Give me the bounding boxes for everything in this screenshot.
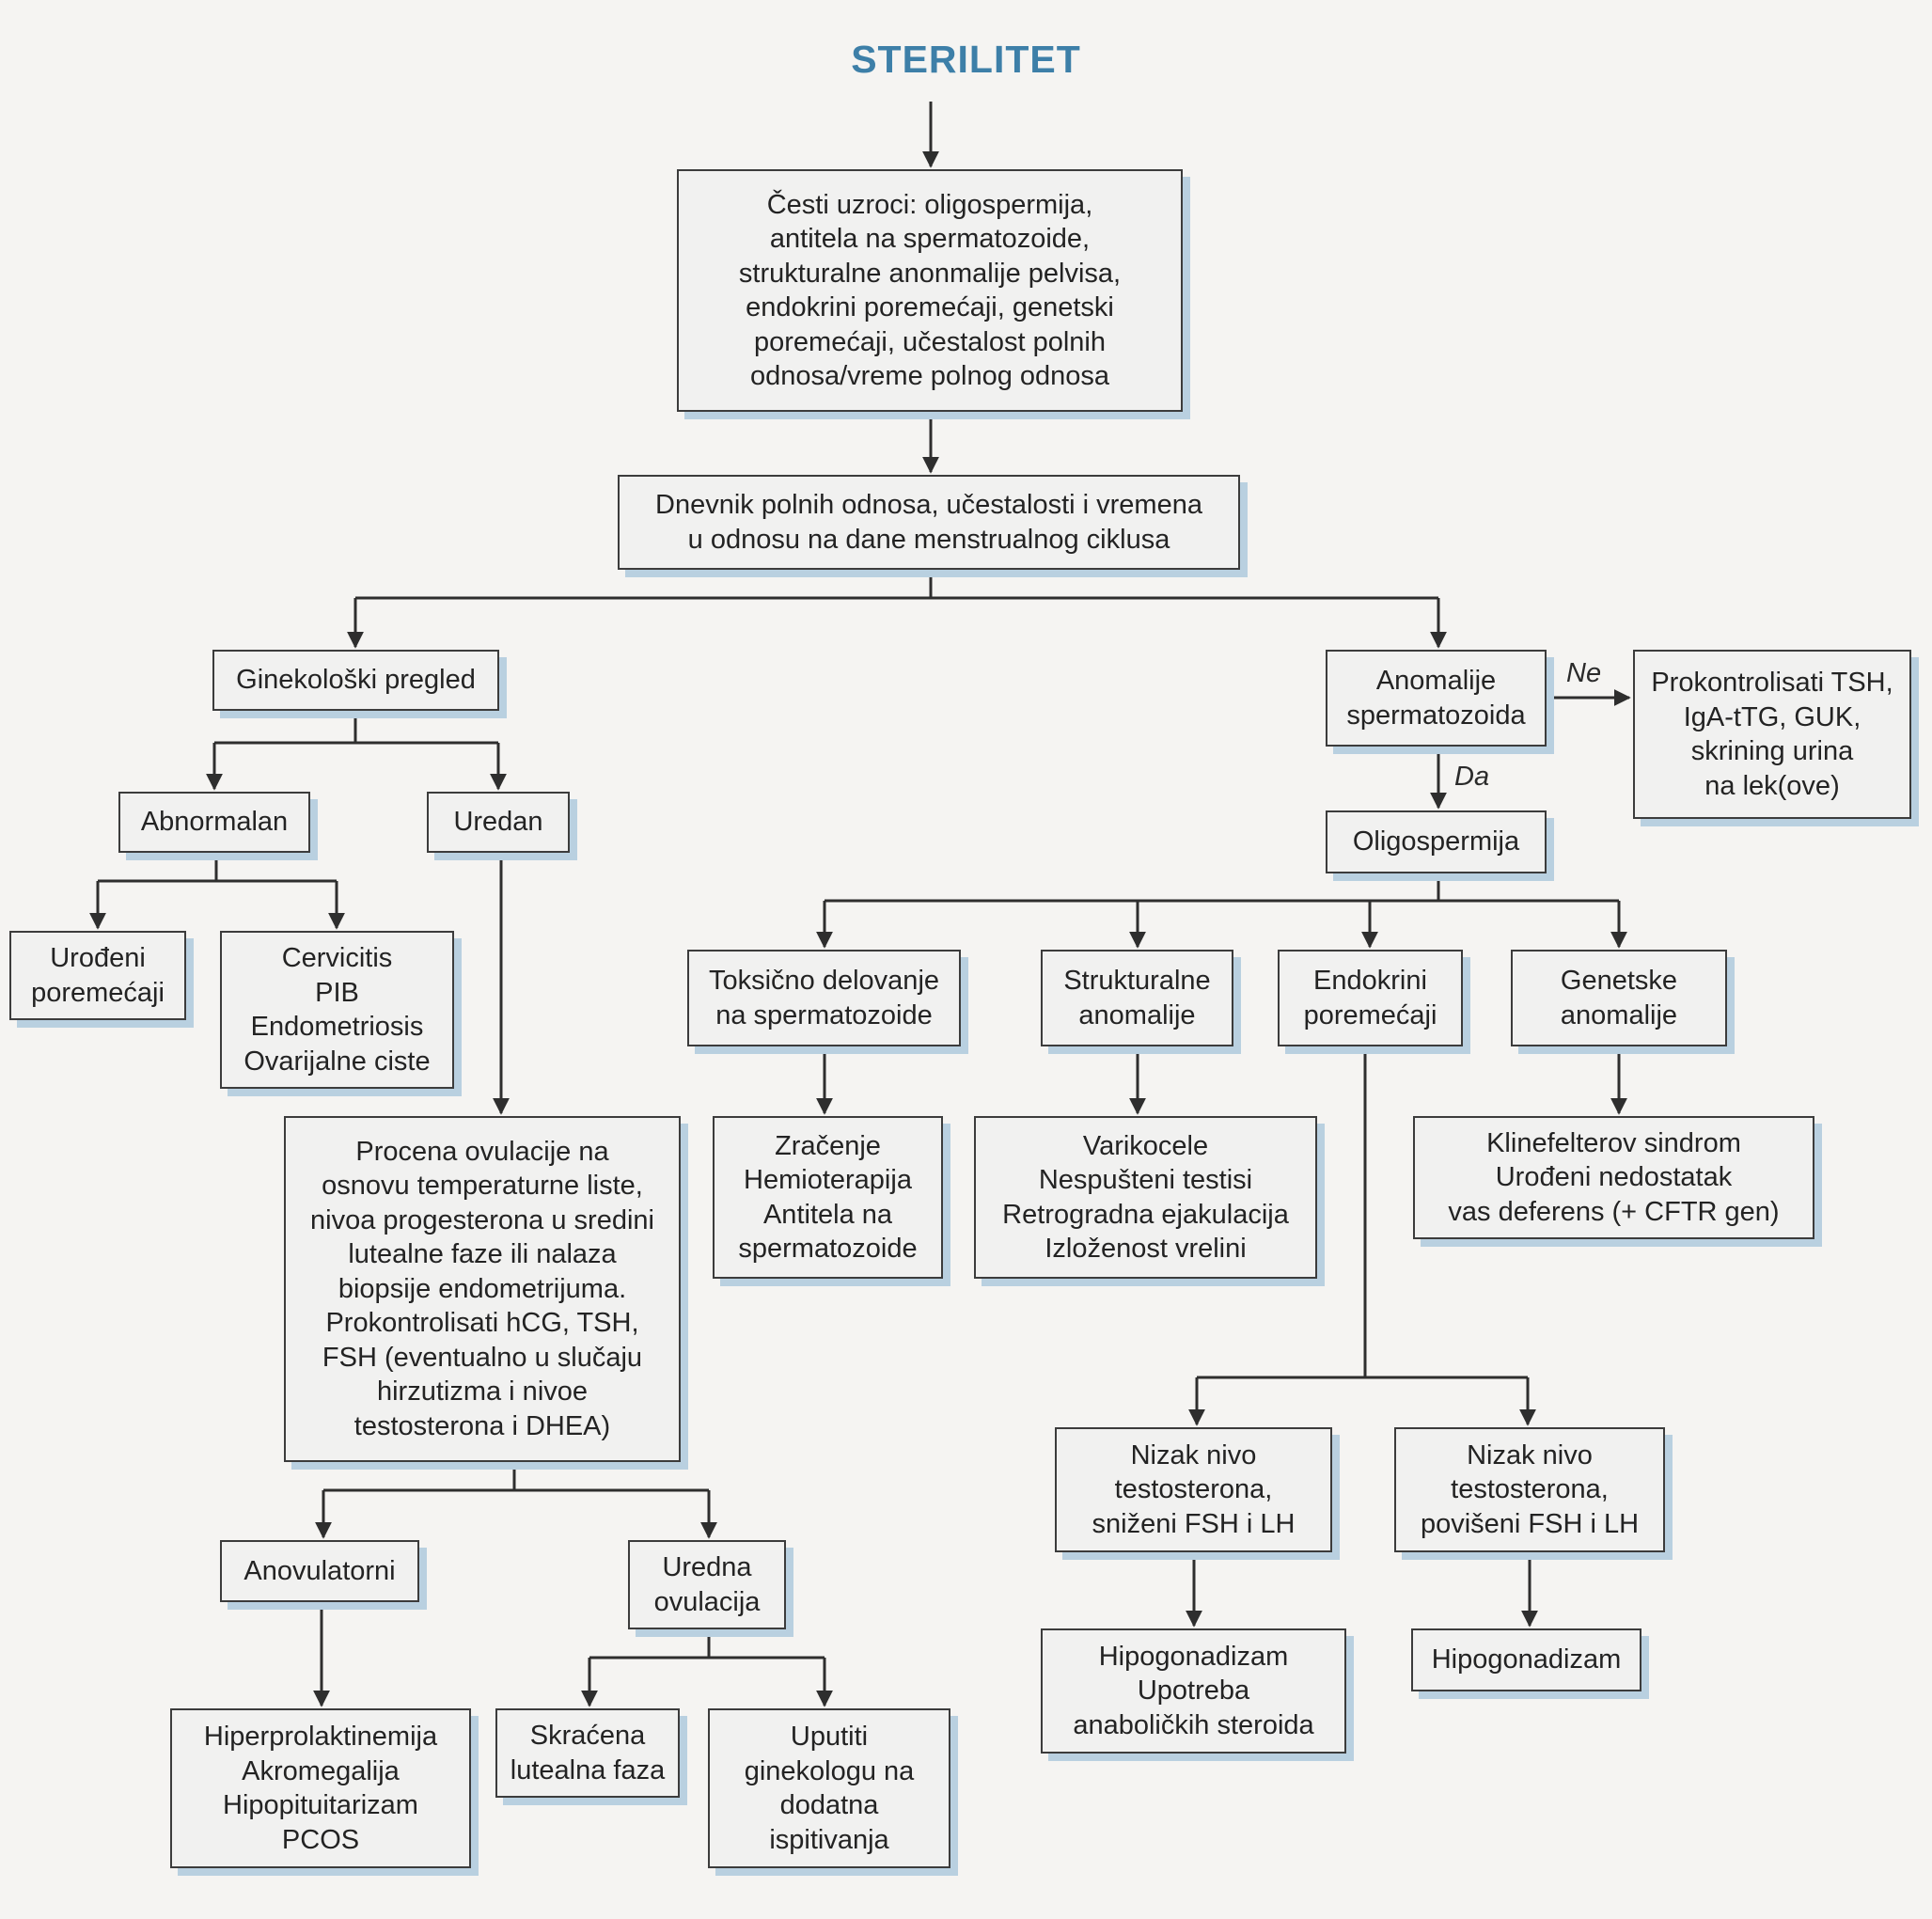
node-toxic-effects: Toksično delovanje na spermatozoide xyxy=(687,950,961,1046)
node-refer-gynecologist: Uputiti ginekologu na dodatna ispitivanj… xyxy=(708,1708,950,1868)
node-hypogonadism-text: Hipogonadizam xyxy=(1431,1644,1622,1675)
node-anovulatory-text: Anovulatorni xyxy=(243,1555,396,1586)
node-normal-ovulation-text: Uredna ovulacija xyxy=(653,1552,761,1617)
node-low-testosterone-low-fsh: Nizak nivo testosterona, sniženi FSH i L… xyxy=(1055,1427,1332,1552)
node-normal: Uredan xyxy=(427,792,570,853)
node-check-tsh-text: Prokontrolisati TSH, IgA-tTG, GUK, skrin… xyxy=(1651,668,1893,801)
node-sperm-anomalies: Anomalije spermatozoida xyxy=(1326,650,1547,747)
node-structural-anomalies: Strukturalne anomalije xyxy=(1041,950,1233,1046)
node-radiation-list: Zračenje Hemioterapija Antitela na sperm… xyxy=(713,1116,943,1279)
node-hyperprolactinemia-list: Hiperprolaktinemija Akromegalija Hipopit… xyxy=(170,1708,471,1868)
node-varicocele-list: Varikocele Nespušteni testisi Retrogradn… xyxy=(974,1116,1317,1279)
node-refer-gynecologist-text: Uputiti ginekologu na dodatna ispitivanj… xyxy=(744,1722,915,1855)
node-klinefelter-list-text: Klinefelterov sindrom Urođeni nedostatak… xyxy=(1448,1127,1780,1227)
node-hyperprolactinemia-list-text: Hiperprolaktinemija Akromegalija Hipopit… xyxy=(203,1722,438,1855)
node-low-testosterone-high-fsh: Nizak nivo testosterona, povišeni FSH i … xyxy=(1394,1427,1665,1552)
node-low-testosterone-low-fsh-text: Nizak nivo testosterona, sniženi FSH i L… xyxy=(1092,1439,1296,1539)
node-genetic-anomalies: Genetske anomalije xyxy=(1511,950,1727,1046)
node-toxic-effects-text: Toksično delovanje na spermatozoide xyxy=(708,966,940,1030)
node-anovulatory: Anovulatorni xyxy=(220,1540,419,1602)
node-hypogonadism: Hipogonadizam xyxy=(1411,1628,1641,1691)
edge-label-yes: Da xyxy=(1454,762,1490,792)
node-cervicitis-list-text: Cervicitis PIB Endometriosis Ovarijalne … xyxy=(243,943,431,1077)
node-congenital-disorders-text: Urođeni poremećaji xyxy=(31,943,165,1008)
node-short-luteal-phase-text: Skraćena lutealna faza xyxy=(510,1721,666,1785)
node-gynecological-exam-text: Ginekološki pregled xyxy=(236,665,476,696)
node-genetic-anomalies-text: Genetske anomalije xyxy=(1560,966,1678,1030)
node-varicocele-list-text: Varikocele Nespušteni testisi Retrogradn… xyxy=(1002,1130,1289,1265)
node-congenital-disorders: Urođeni poremećaji xyxy=(9,931,186,1020)
node-ovulation-assessment: Procena ovulacije na osnovu temperaturne… xyxy=(284,1116,681,1462)
node-common-causes: Česti uzroci: oligospermija, antitela na… xyxy=(677,169,1183,412)
node-normal-ovulation: Uredna ovulacija xyxy=(628,1540,786,1629)
node-radiation-list-text: Zračenje Hemioterapija Antitela na sperm… xyxy=(738,1130,918,1265)
node-oligospermia-text: Oligospermija xyxy=(1352,826,1520,857)
node-gynecological-exam: Ginekološki pregled xyxy=(212,650,499,711)
node-intercourse-diary: Dnevnik polnih odnosa, učestalosti i vre… xyxy=(618,475,1240,570)
node-short-luteal-phase: Skraćena lutealna faza xyxy=(495,1708,680,1798)
node-hypogonadism-steroids: Hipogonadizam Upotreba anaboličkih stero… xyxy=(1041,1628,1346,1754)
diagram-title: STERILITET xyxy=(851,38,1081,81)
node-oligospermia: Oligospermija xyxy=(1326,810,1547,873)
node-intercourse-diary-text: Dnevnik polnih odnosa, učestalosti i vre… xyxy=(655,490,1202,555)
node-abnormal-text: Abnormalan xyxy=(140,807,289,838)
node-endocrine-disorders-text: Endokrini poremećaji xyxy=(1303,966,1437,1030)
node-ovulation-assessment-text: Procena ovulacije na osnovu temperaturne… xyxy=(310,1136,654,1441)
node-cervicitis-list: Cervicitis PIB Endometriosis Ovarijalne … xyxy=(220,931,454,1089)
node-common-causes-text: Česti uzroci: oligospermija, antitela na… xyxy=(738,189,1122,392)
node-sperm-anomalies-text: Anomalije spermatozoida xyxy=(1346,666,1526,731)
edge-label-no: Ne xyxy=(1566,658,1602,688)
node-low-testosterone-high-fsh-text: Nizak nivo testosterona, povišeni FSH i … xyxy=(1420,1439,1640,1539)
node-structural-anomalies-text: Strukturalne anomalije xyxy=(1063,966,1211,1030)
node-hypogonadism-steroids-text: Hipogonadizam Upotreba anaboličkih stero… xyxy=(1073,1641,1314,1740)
node-abnormal: Abnormalan xyxy=(118,792,310,853)
node-check-tsh: Prokontrolisati TSH, IgA-tTG, GUK, skrin… xyxy=(1633,650,1911,819)
node-endocrine-disorders: Endokrini poremećaji xyxy=(1278,950,1463,1046)
node-normal-text: Uredan xyxy=(453,807,543,838)
node-klinefelter-list: Klinefelterov sindrom Urođeni nedostatak… xyxy=(1413,1116,1814,1239)
